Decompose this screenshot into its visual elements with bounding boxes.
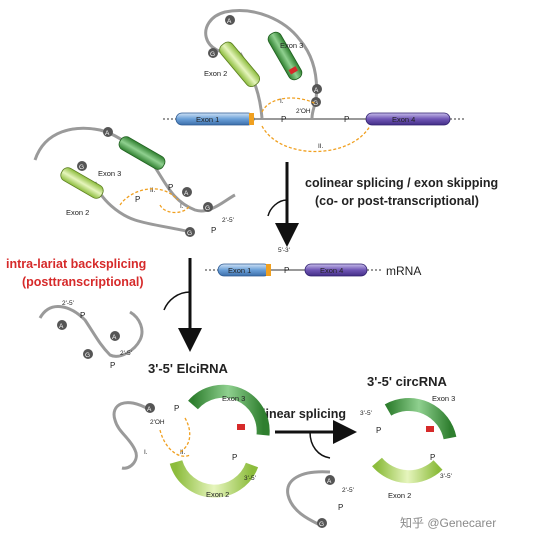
svg-text:P: P <box>430 453 435 462</box>
exon-2-cylinder <box>60 167 104 199</box>
svg-text:A: A <box>112 334 117 341</box>
svg-text:I.: I. <box>180 203 184 210</box>
svg-text:I.: I. <box>280 98 284 105</box>
elcirna-title: 3'-5' ElciRNA <box>148 361 228 376</box>
svg-text:II.: II. <box>318 143 324 150</box>
intron-strand <box>93 181 191 234</box>
colinear-splicing-label: colinear splicing / exon skipping <box>305 176 498 190</box>
lariat-release-arrow <box>309 431 331 459</box>
exon-3-arc <box>188 384 270 436</box>
circrna-title: 3'-5' circRNA <box>367 374 447 389</box>
svg-text:P: P <box>344 115 349 124</box>
svg-text:2'OH: 2'OH <box>150 419 165 426</box>
exon-3-cylinder <box>118 136 166 170</box>
exon-3-label: Exon 3 <box>432 394 455 403</box>
svg-text:A: A <box>314 87 319 94</box>
splice-path-dashed <box>179 417 191 453</box>
intron-strand <box>112 401 151 470</box>
svg-text:2'OH: 2'OH <box>296 108 311 115</box>
svg-text:P: P <box>281 115 286 124</box>
exon-2-cylinder <box>219 41 261 88</box>
lariat-release-arrow <box>267 199 288 217</box>
svg-text:2'-5': 2'-5' <box>222 217 234 224</box>
lariat-release-arrow <box>163 291 191 311</box>
svg-text:G: G <box>319 521 324 528</box>
svg-text:A: A <box>105 130 110 137</box>
svg-text:G: G <box>187 230 192 237</box>
svg-text:P: P <box>168 183 173 192</box>
mrna-label: mRNA <box>386 264 421 278</box>
splice-path-dashed <box>119 188 179 206</box>
reaction-arrows <box>163 162 357 459</box>
splice-path-dashed <box>261 97 317 113</box>
splice-path-dashed <box>261 125 371 152</box>
svg-text:I.: I. <box>144 449 148 456</box>
backsplicing-label: intra-lariat backsplicing <box>6 257 146 271</box>
excised-lariat: A A G 2'-5' 2'-5' P P <box>38 300 144 370</box>
svg-text:A: A <box>147 406 152 413</box>
exon-4-label: Exon 4 <box>392 115 415 124</box>
released-intron: A G 2'-5' P <box>286 470 354 528</box>
svg-text:P: P <box>110 361 115 370</box>
svg-text:G: G <box>210 51 215 58</box>
svg-text:A: A <box>59 323 64 330</box>
svg-text:Exon 1: Exon 1 <box>228 266 251 275</box>
svg-text:G: G <box>79 164 84 171</box>
svg-text:G: G <box>205 205 210 212</box>
exon-1-label: Exon 1 <box>196 115 219 124</box>
exon-3-label: Exon 3 <box>222 394 245 403</box>
svg-text:5'-3': 5'-3' <box>278 247 290 254</box>
exon-3-label: Exon 3 <box>280 41 303 50</box>
backsplicing-sublabel: (posttranscriptional) <box>22 275 144 289</box>
nucleotide-bead: A G A G G <box>77 127 213 237</box>
svg-text:A: A <box>184 190 189 197</box>
svg-text:P: P <box>80 311 85 320</box>
svg-text:A: A <box>227 18 232 25</box>
mrna-product: Exon 1 P 5'-3' Exon 4 mRNA <box>205 247 421 278</box>
svg-text:3'-5': 3'-5' <box>440 473 452 480</box>
exon-2-arc <box>169 459 259 498</box>
exon-2-label: Exon 2 <box>66 208 89 217</box>
svg-text:II.: II. <box>150 187 156 194</box>
exon-2-label: Exon 2 <box>206 490 229 499</box>
svg-text:G: G <box>85 352 90 359</box>
svg-text:Exon 4: Exon 4 <box>320 266 343 275</box>
linear-splicing-label: linear splicing <box>262 407 346 421</box>
svg-text:P: P <box>135 195 140 204</box>
exon-2-label: Exon 2 <box>388 491 411 500</box>
svg-text:G: G <box>313 100 318 107</box>
exon-3-label: Exon 3 <box>98 169 121 178</box>
splice-path-dashed <box>159 429 191 457</box>
svg-text:3'-5': 3'-5' <box>244 475 256 482</box>
svg-text:P: P <box>376 426 381 435</box>
svg-text:P: P <box>232 453 237 462</box>
svg-text:A: A <box>327 478 332 485</box>
circrna-structure: Exon 3 Exon 2 P P 3'-5' 3'-5' <box>360 394 457 500</box>
svg-text:3'-5': 3'-5' <box>360 410 372 417</box>
watermark: 知乎 @Genecarer <box>400 516 496 530</box>
svg-text:2'-5': 2'-5' <box>62 300 74 307</box>
pre-mrna-panel: Exon 2 Exon 3 A G A G Exon 1 Exon 4 P P … <box>163 9 466 152</box>
exon-2-arc <box>372 457 443 484</box>
nucleotide-bead: A G A G <box>208 15 322 107</box>
svg-text:2'-5': 2'-5' <box>342 487 354 494</box>
exon-3-arc <box>384 397 457 440</box>
svg-text:II.: II. <box>180 449 186 456</box>
elcirna-structure: Exon 3 Exon 2 A P P 2'OH I. II. 3'-5' <box>112 384 270 499</box>
svg-text:P: P <box>174 404 179 413</box>
colinear-splicing-sublabel: (co- or post-transcriptional) <box>315 194 479 208</box>
svg-text:P: P <box>338 503 343 512</box>
svg-text:2'-5': 2'-5' <box>120 350 132 357</box>
exon-2-label: Exon 2 <box>204 69 227 78</box>
splice-path-dashed <box>159 204 191 214</box>
svg-text:P: P <box>211 226 216 235</box>
svg-text:P: P <box>284 266 289 275</box>
lariat-panel: Exon 3 Exon 2 A G A G G P P P II. I. 2'-… <box>33 126 236 237</box>
